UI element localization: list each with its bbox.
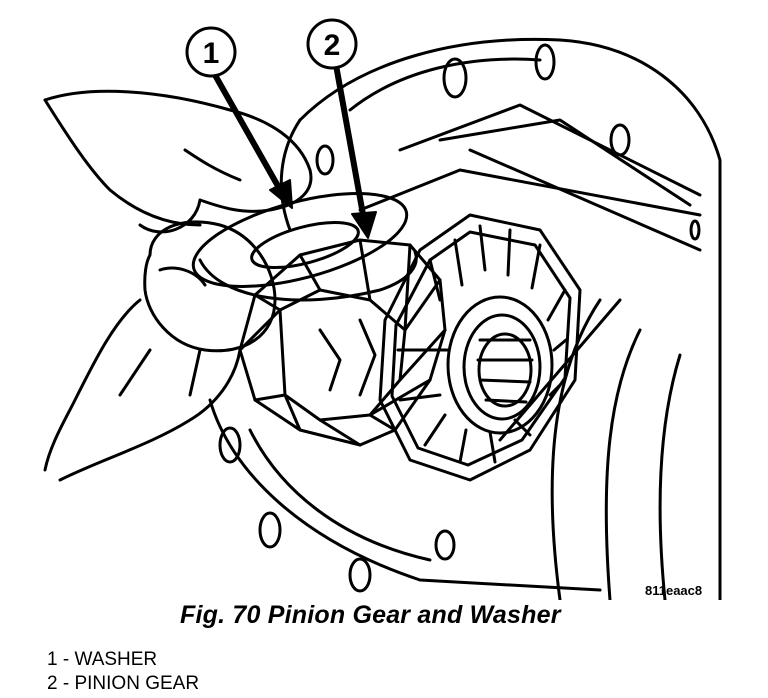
- pinion-gear-illustration: 1 2: [43, 18, 722, 600]
- pinion-gear: [238, 238, 447, 447]
- callout-number-2: 2: [324, 29, 341, 62]
- figure-caption: Fig. 70 Pinion Gear and Washer: [180, 601, 561, 629]
- legend-item: 1 - WASHER: [47, 648, 199, 672]
- bolt-hole: [442, 57, 468, 99]
- legend-separator: -: [57, 649, 75, 670]
- legend-item: 2 - PINION GEAR: [47, 672, 199, 696]
- image-code: 811eaac8: [645, 583, 703, 598]
- bolt-hole: [534, 43, 556, 81]
- bolt-hole: [689, 219, 701, 241]
- washer: [191, 192, 418, 302]
- hand: [43, 89, 313, 482]
- leader-line-1: [212, 72, 293, 209]
- side-gear: [378, 213, 582, 482]
- legend-label: PINION GEAR: [74, 673, 200, 694]
- legend-number: 1: [47, 649, 58, 670]
- differential-case: [208, 37, 722, 600]
- legend: 1 - WASHER 2 - PINION GEAR: [47, 648, 199, 696]
- callout-circle-1: [185, 26, 237, 78]
- bolt-hole: [434, 529, 456, 561]
- legend-number: 2: [47, 673, 58, 694]
- bolt-hole: [348, 557, 372, 593]
- bolt-hole: [218, 426, 242, 464]
- legend-separator: -: [57, 673, 75, 694]
- bolt-hole: [315, 144, 335, 176]
- callout-number-1: 1: [203, 37, 220, 70]
- bolt-hole: [258, 511, 282, 549]
- callout-circle-2: [306, 18, 358, 70]
- leader-line-2: [333, 62, 377, 239]
- legend-label: WASHER: [74, 649, 158, 670]
- bolt-hole: [609, 123, 631, 157]
